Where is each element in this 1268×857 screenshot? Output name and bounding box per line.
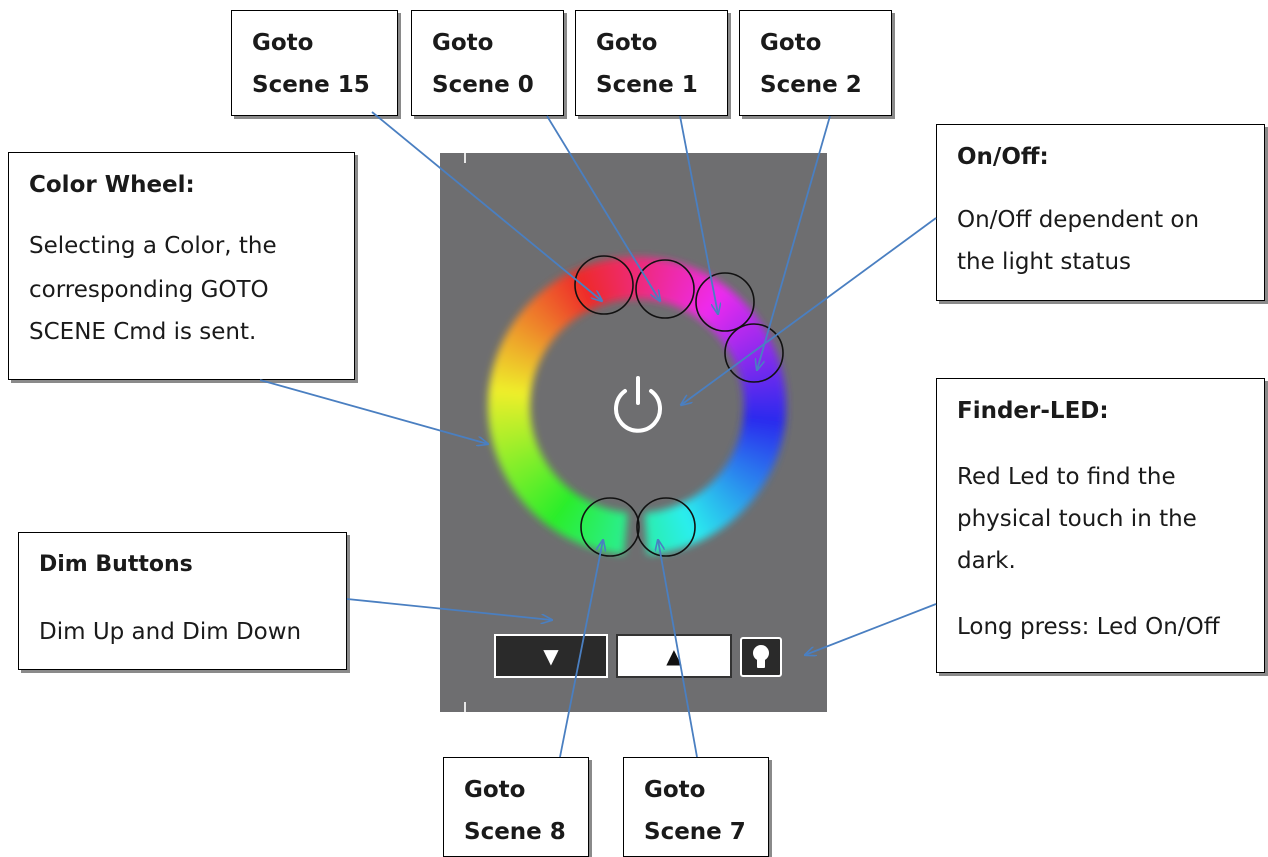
callout-text: Goto — [464, 777, 526, 803]
dim-up-button[interactable]: ▲ — [616, 634, 732, 678]
power-button[interactable] — [598, 366, 678, 446]
goto-scene-7-callout: Goto Scene 7 — [623, 757, 769, 857]
callout-text: Selecting a Color, the — [29, 233, 277, 259]
callout-text: Scene 15 — [252, 72, 370, 98]
callout-text: Scene 2 — [760, 72, 862, 98]
finder-led-callout: Finder-LED: Red Led to find the physical… — [936, 378, 1265, 673]
color-wheel-callout: Color Wheel: Selecting a Color, the corr… — [8, 152, 355, 380]
goto-scene-2-callout: Goto Scene 2 — [739, 10, 892, 116]
dim-down-arrow-icon: ▼ — [543, 644, 559, 668]
callout-text: Scene 0 — [432, 72, 534, 98]
callout-text: Scene 7 — [644, 819, 746, 845]
callout-text: corresponding GOTO — [29, 277, 269, 303]
goto-scene-8-callout: Goto Scene 8 — [443, 757, 589, 857]
callout-text: Dim Up and Dim Down — [39, 619, 302, 645]
finder-led-button[interactable] — [740, 637, 782, 677]
callout-title: On/Off: — [957, 144, 1049, 170]
callout-text: Scene 8 — [464, 819, 566, 845]
color-wheel[interactable] — [440, 153, 827, 712]
power-icon — [614, 389, 662, 433]
callout-text: On/Off dependent on — [957, 207, 1200, 233]
touch-panel: ▼ ▲ — [440, 153, 827, 712]
callout-title: Dim Buttons — [39, 552, 193, 577]
dim-buttons-callout: Dim Buttons Dim Up and Dim Down — [18, 532, 347, 670]
callout-text: the light status — [957, 249, 1132, 275]
bulb-icon — [753, 645, 769, 668]
callout-text: Long press: Led On/Off — [957, 614, 1220, 640]
on-off-callout: On/Off: On/Off dependent on the light st… — [936, 124, 1265, 301]
panel-tick-mark — [464, 702, 466, 712]
callout-title: Finder-LED: — [957, 398, 1109, 424]
callout-text: Goto — [596, 30, 658, 56]
callout-text: Goto — [432, 30, 494, 56]
goto-scene-1-callout: Goto Scene 1 — [575, 10, 728, 116]
callout-text: physical touch in the — [957, 506, 1197, 532]
callout-title: Color Wheel: — [29, 172, 195, 198]
dim-down-button[interactable]: ▼ — [494, 634, 608, 678]
dim-up-arrow-icon: ▲ — [666, 644, 682, 668]
callout-text: dark. — [957, 548, 1016, 574]
callout-text: SCENE Cmd is sent. — [29, 319, 257, 345]
callout-text: Goto — [760, 30, 822, 56]
callout-text: Red Led to find the — [957, 464, 1176, 490]
callout-text: Scene 1 — [596, 72, 698, 98]
goto-scene-0-callout: Goto Scene 0 — [411, 10, 564, 116]
goto-scene-15-callout: Goto Scene 15 — [231, 10, 398, 116]
color-wheel-segment[interactable] — [644, 512, 657, 555]
callout-text: Goto — [252, 30, 314, 56]
callout-text: Goto — [644, 777, 706, 803]
